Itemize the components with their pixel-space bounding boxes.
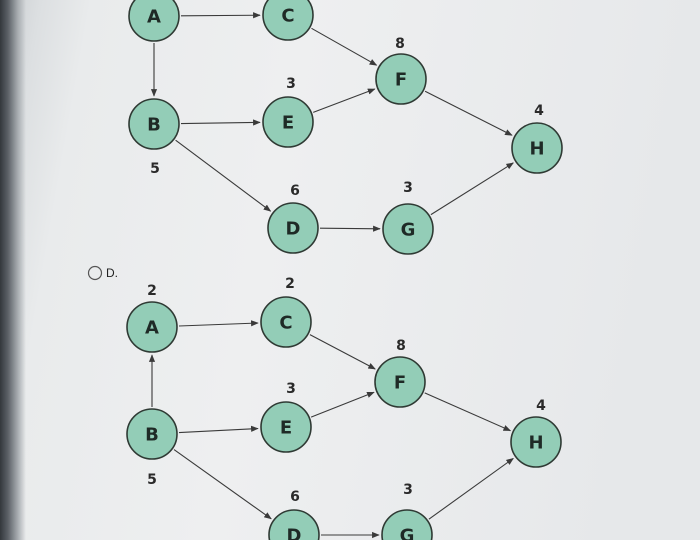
node-label: C <box>279 313 292 334</box>
node-e: E <box>262 96 314 148</box>
node-weight-f: 8 <box>396 338 406 354</box>
node-label: E <box>280 418 292 439</box>
edge-g-h <box>430 162 514 216</box>
node-d: D <box>267 202 319 254</box>
edge-g-h <box>428 457 514 520</box>
screen-edge-shadow <box>0 0 26 540</box>
node-label: E <box>282 113 294 134</box>
edge-e-f <box>310 391 375 418</box>
node-g: G <box>382 203 434 255</box>
node-g: G <box>381 509 433 540</box>
node-circle <box>381 509 433 540</box>
node-circle <box>260 296 312 348</box>
node-circle <box>511 122 563 174</box>
node-label: B <box>145 425 159 446</box>
node-weight-b: 5 <box>150 161 160 177</box>
edge-a-c <box>178 320 259 327</box>
edge-c-f <box>311 27 378 66</box>
node-d: D <box>268 509 320 540</box>
node-f: F <box>375 53 427 105</box>
option-d-label: D. <box>106 266 118 280</box>
node-label: C <box>281 6 294 27</box>
node-circle <box>128 0 180 42</box>
node-circle <box>262 96 314 148</box>
node-circle <box>268 509 320 540</box>
node-circle <box>262 0 314 41</box>
node-label: G <box>401 220 416 241</box>
node-weight-f: 8 <box>395 36 405 52</box>
node-label: H <box>528 433 543 454</box>
node-weight-a: 2 <box>147 283 157 299</box>
node-h: H <box>511 122 563 174</box>
edge-b-d <box>175 139 272 212</box>
node-label: D <box>286 219 301 240</box>
node-label: A <box>145 318 159 339</box>
node-weight-g: 3 <box>403 482 413 498</box>
edge-c-f <box>309 334 376 370</box>
node-label: D <box>287 526 302 540</box>
node-label: F <box>394 373 406 394</box>
node-circle <box>382 203 434 255</box>
node-b: B <box>128 98 180 150</box>
node-a: A <box>126 301 178 353</box>
edge-b-e <box>180 119 261 126</box>
node-weight-d: 6 <box>290 489 300 505</box>
node-c: C <box>260 296 312 348</box>
node-circle <box>375 53 427 105</box>
node-label: F <box>395 70 407 91</box>
node-weight-b: 5 <box>147 472 157 488</box>
node-weight-c: 2 <box>285 276 295 292</box>
node-circle <box>510 416 562 468</box>
node-e: E <box>260 401 312 453</box>
node-circle <box>374 356 426 408</box>
node-b: B <box>126 408 178 460</box>
node-h: H <box>510 416 562 468</box>
node-weight-e: 3 <box>286 381 296 397</box>
node-weight-g: 3 <box>403 180 413 196</box>
node-circle <box>128 98 180 150</box>
node-f: F <box>374 356 426 408</box>
node-circle <box>126 301 178 353</box>
node-weight-h: 4 <box>534 103 544 119</box>
node-weight-d: 6 <box>290 183 300 199</box>
edge-f-h <box>424 90 513 136</box>
node-label: H <box>529 139 544 160</box>
node-weight-h: 4 <box>536 398 546 414</box>
node-weight-e: 3 <box>286 76 296 92</box>
node-label: B <box>147 115 161 136</box>
edge-b-e <box>178 425 259 434</box>
option-d-selector[interactable]: D. <box>87 265 119 281</box>
node-circle <box>260 401 312 453</box>
node-circle <box>267 202 319 254</box>
node-c: C <box>262 0 314 41</box>
edge-a-c <box>180 12 261 19</box>
edge-f-h <box>424 392 512 432</box>
edge-d-g <box>319 225 381 232</box>
option-d-radio[interactable] <box>87 265 103 281</box>
node-label: G <box>400 526 415 540</box>
node-circle <box>126 408 178 460</box>
edge-e-f <box>313 88 376 113</box>
edge-b-d <box>173 449 272 520</box>
node-a: A <box>128 0 180 42</box>
node-label: A <box>147 7 161 28</box>
